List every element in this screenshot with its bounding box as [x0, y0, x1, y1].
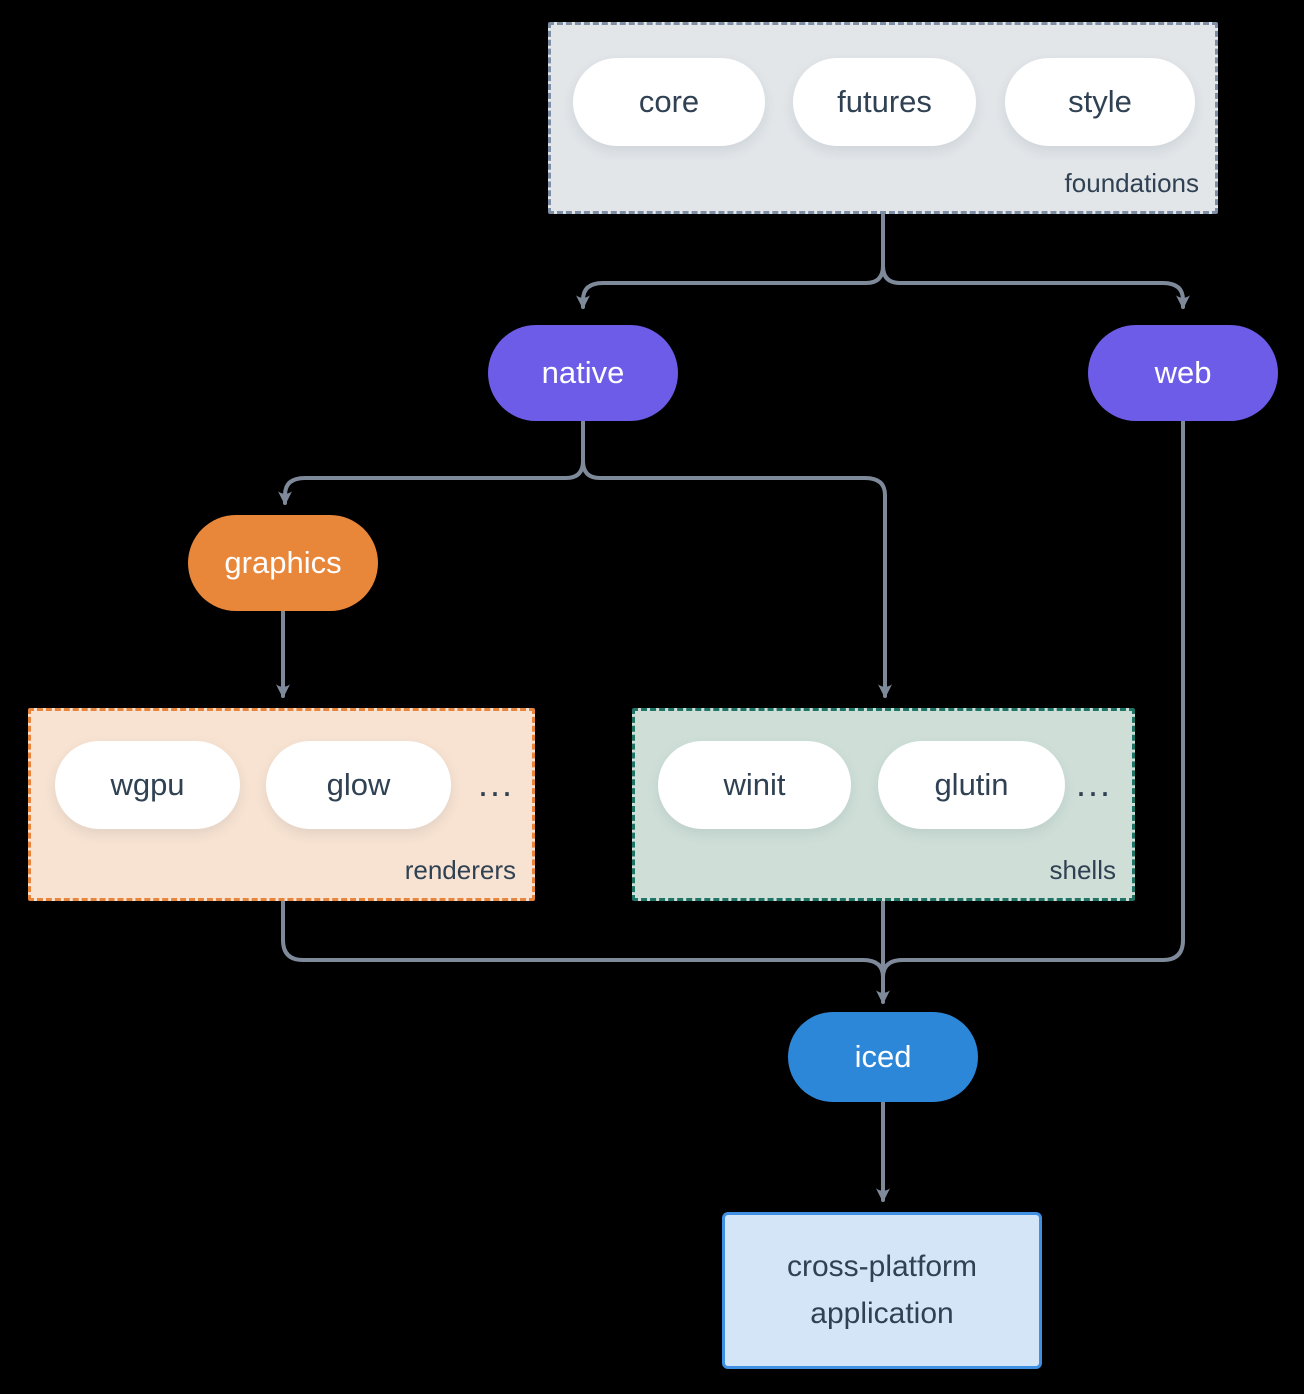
node-application-label: cross-platform application — [786, 1250, 978, 1330]
node-web: web — [1088, 325, 1278, 421]
node-application: cross-platform application — [722, 1212, 1042, 1369]
group-shells-label: shells — [1049, 855, 1116, 885]
node-wgpu: wgpu — [55, 741, 240, 829]
group-renderers-label: renderers — [404, 855, 516, 885]
node-graphics-label: graphics — [224, 545, 342, 580]
edge-renderers-merge — [281, 898, 885, 979]
node-glow-label: glow — [326, 767, 391, 802]
node-web-label: web — [1154, 355, 1212, 390]
group-shells: winit glutin ... shells — [632, 708, 1135, 901]
edge-foundations-native — [576, 212, 885, 310]
node-style-label: style — [1068, 84, 1132, 119]
node-glow: glow — [266, 741, 451, 829]
edge-native-graphics — [278, 420, 585, 506]
renderers-ellipsis: ... — [477, 763, 514, 804]
node-futures-label: futures — [837, 84, 932, 119]
node-winit-label: winit — [723, 767, 786, 802]
node-graphics: graphics — [188, 515, 378, 611]
node-glutin: glutin — [878, 741, 1065, 829]
edge-foundations-web — [881, 212, 1190, 310]
group-foundations: core futures style foundations — [548, 22, 1218, 214]
node-style: style — [1005, 58, 1195, 146]
node-iced-label: iced — [854, 1039, 912, 1074]
node-winit: winit — [658, 741, 851, 829]
edge-native-shells — [581, 420, 892, 699]
group-foundations-label: foundations — [1064, 168, 1199, 198]
node-glutin-label: glutin — [934, 767, 1009, 802]
node-core: core — [573, 58, 765, 146]
edge-web-merge — [881, 418, 1185, 979]
node-futures: futures — [793, 58, 976, 146]
node-iced: iced — [788, 1012, 978, 1102]
node-native: native — [488, 325, 678, 421]
node-native-label: native — [541, 355, 625, 390]
node-wgpu-label: wgpu — [110, 767, 185, 802]
node-core-label: core — [638, 84, 700, 119]
group-renderers: wgpu glow ... renderers — [28, 708, 535, 901]
shells-ellipsis: ... — [1075, 763, 1112, 804]
